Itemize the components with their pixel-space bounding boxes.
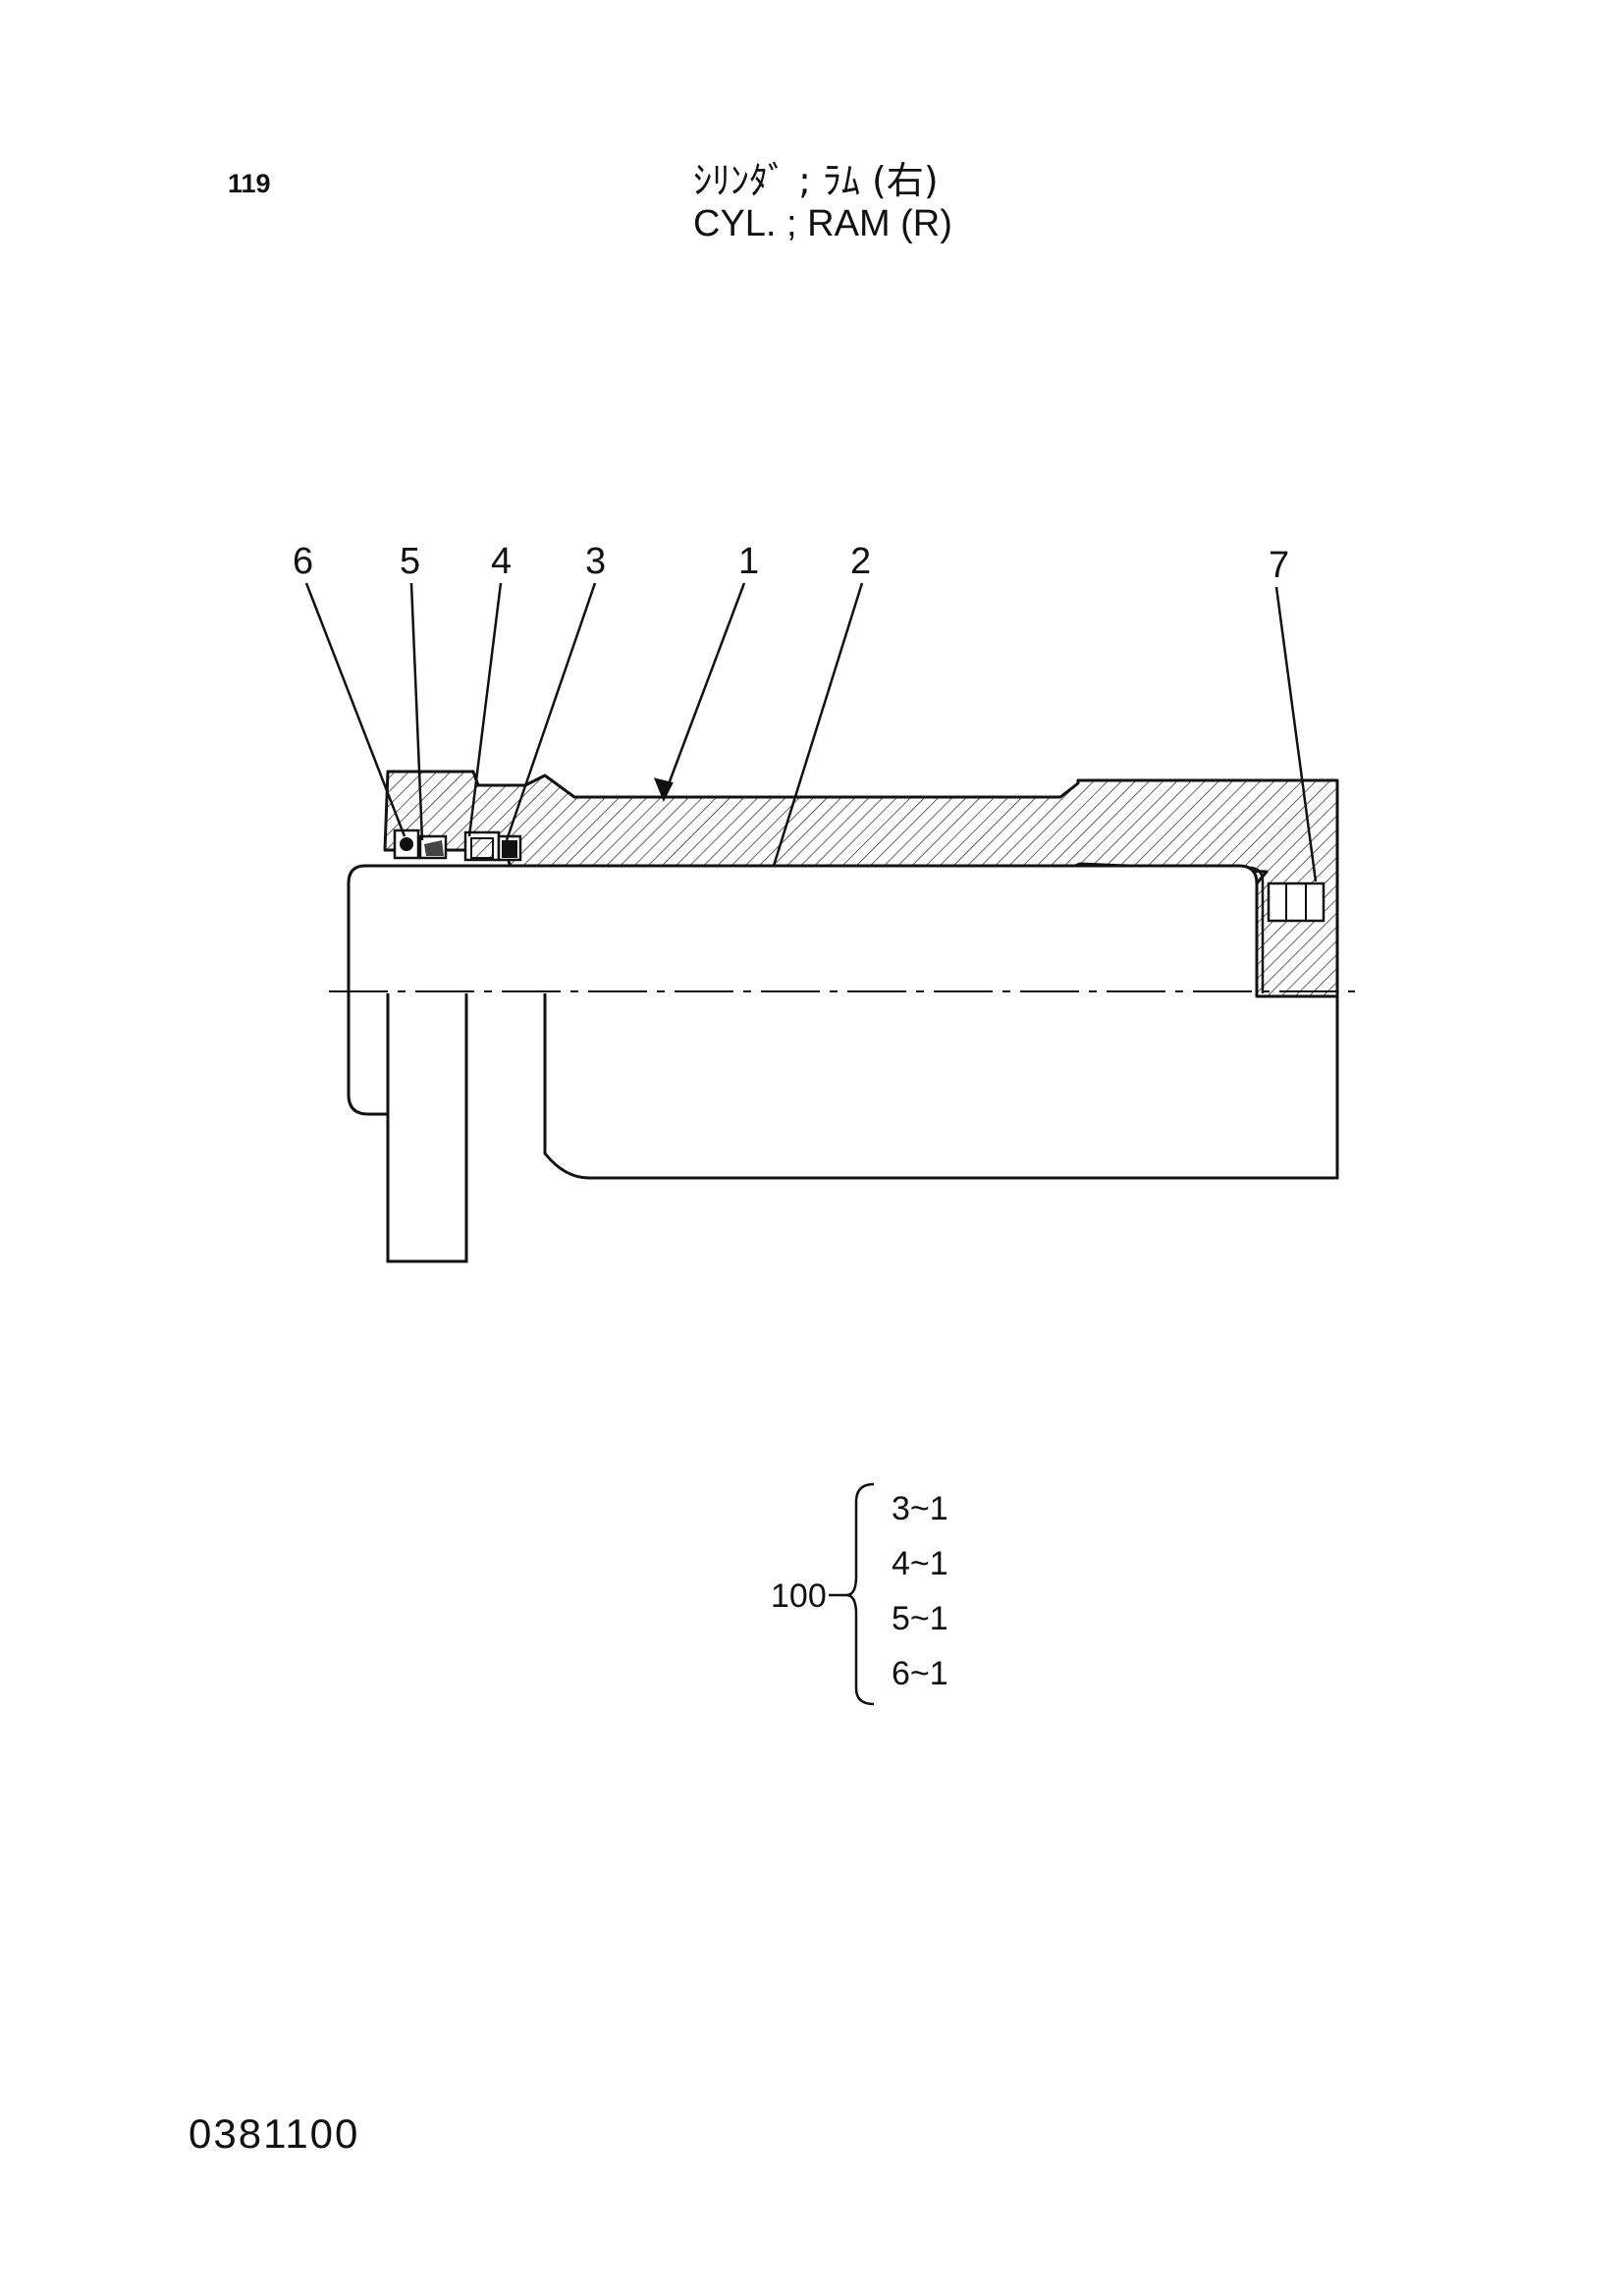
port-plug-7 — [1267, 881, 1325, 923]
callout-label-2: 2 — [850, 541, 871, 582]
page-number: 119 — [228, 169, 271, 198]
title-japanese: ｼﾘﾝﾀﾞ ; ﾗﾑ (右) — [693, 159, 939, 202]
dust-seal-5 — [424, 840, 444, 856]
ram-rod-upper — [347, 864, 1259, 993]
callout-label-5: 5 — [400, 541, 420, 582]
kit-item-4: 6~1 — [892, 1655, 948, 1692]
rod-shank — [543, 993, 1339, 1180]
ram-rod-lower — [347, 993, 388, 1116]
rod-end-eye — [386, 993, 468, 1263]
callout-label-7: 7 — [1269, 545, 1289, 586]
kit-item-3: 5~1 — [892, 1600, 948, 1637]
title-english: CYL. ; RAM (R) — [693, 203, 952, 244]
wear-ring-4 — [470, 837, 494, 859]
callout-label-6: 6 — [293, 541, 313, 582]
o-ring-6 — [400, 837, 413, 851]
callout-label-1: 1 — [738, 541, 759, 582]
callout-label-4: 4 — [491, 541, 512, 582]
kit-item-1: 3~1 — [892, 1490, 948, 1527]
kit-number: 100 — [771, 1577, 827, 1615]
document-number: 0381100 — [189, 2110, 360, 2157]
kit-item-2: 4~1 — [892, 1545, 948, 1582]
leader-lines — [304, 582, 1318, 882]
callout-label-3: 3 — [585, 541, 606, 582]
packing-3 — [502, 840, 517, 858]
kit-bracket — [845, 1482, 875, 1706]
